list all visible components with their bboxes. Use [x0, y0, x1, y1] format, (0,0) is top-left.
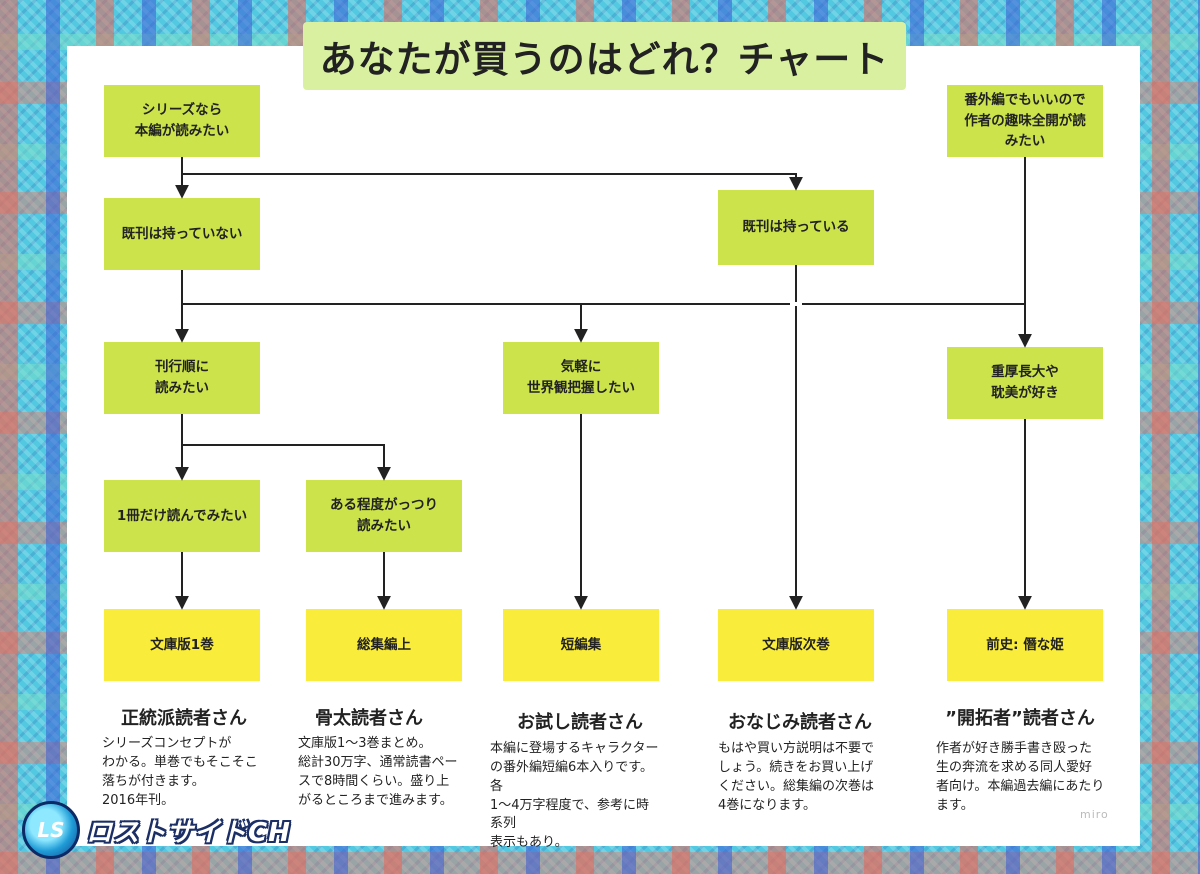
- reader-type-5: ”開拓者”読者さん: [945, 708, 1095, 729]
- chart-title: あなたが買うのはどれ？チャート: [303, 22, 906, 90]
- node-no-backlist: 既刊は持っていない: [104, 198, 260, 270]
- reader-type-4: おなじみ読者さん: [728, 712, 872, 733]
- connector-no-backlist-bus: [181, 270, 1025, 305]
- reader-type-3: お試し読者さん: [517, 712, 643, 733]
- reader-desc-5: 作者が好き勝手書き殴った 生の奔流を求める同人愛好 者向け。本編過去編にあたり …: [936, 741, 1105, 813]
- watermark: miro: [1080, 808, 1109, 821]
- result-node-1: 文庫版1巻: [104, 609, 260, 681]
- node-start-main: シリーズなら 本編が読みたい: [104, 85, 260, 157]
- logo-badge-icon: LS: [22, 801, 80, 859]
- channel-logo: LS ロストサイドCH: [22, 800, 291, 860]
- result-node-2: 総集編上: [306, 609, 462, 681]
- result-node-5: 前史: 僭な姫: [947, 609, 1103, 681]
- reader-desc-2: 文庫版1〜3巻まとめ。 総計30万字、通常読書ペー スで8時間くらい。盛り上 が…: [298, 736, 458, 808]
- connector-to-solid: [182, 444, 391, 481]
- connector-main-to-has-backlist: [182, 173, 803, 191]
- result-node-3: 短編集: [503, 609, 659, 681]
- logo-text: ロストサイドCH: [86, 817, 291, 848]
- node-casual: 気軽に 世界観把握したい: [503, 342, 659, 414]
- reader-desc-1: シリーズコンセプトが わかる。単巻でもそこそこ 落ちが付きます。 2016年刊。: [102, 736, 258, 808]
- node-solid: ある程度がっつり 読みたい: [306, 480, 462, 552]
- result-node-4: 文庫版次巻: [718, 609, 874, 681]
- node-heavy: 重厚長大や 耽美が好き: [947, 347, 1103, 419]
- reader-desc-3: 本編に登場するキャラクター の番外編短編6本入りです。各 1〜4万字程度で、参考…: [490, 741, 659, 851]
- reader-type-2: 骨太読者さん: [315, 708, 423, 729]
- node-one-book: 1冊だけ読んでみたい: [104, 480, 260, 552]
- node-has-backlist: 既刊は持っている: [718, 190, 874, 265]
- node-in-order: 刊行順に 読みたい: [104, 342, 260, 414]
- reader-type-1: 正統派読者さん: [121, 708, 247, 729]
- node-start-side: 番外編でもいいので 作者の趣味全開が読 みたい: [947, 85, 1103, 157]
- reader-desc-4: もはや買い方説明は不要で しょう。続きをお買い上げ ください。総集編の次巻は 4…: [718, 741, 875, 813]
